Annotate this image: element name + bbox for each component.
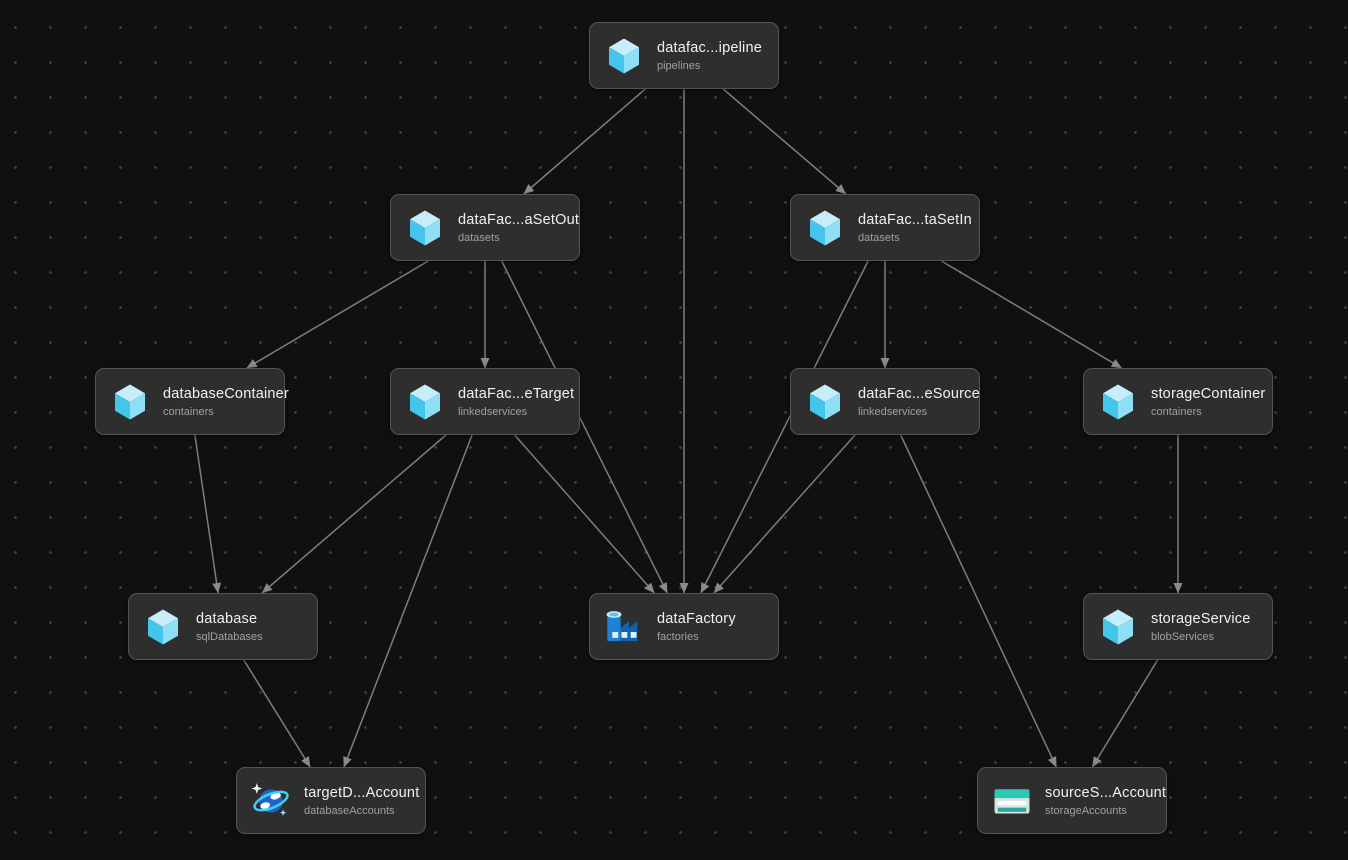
node-subtitle: linkedservices	[458, 405, 528, 418]
cube-icon	[604, 34, 644, 78]
node-dataFactory[interactable]: dataFactory factories	[589, 593, 779, 660]
cube-icon	[143, 605, 183, 649]
node-targetAccount[interactable]: targetD...Account databaseAccounts	[236, 767, 426, 834]
node-database[interactable]: database sqlDatabases	[128, 593, 318, 660]
edge-databaseContainer-to-database	[194, 434, 222, 594]
node-subtitle: datasets	[858, 231, 900, 244]
cube-icon	[805, 380, 845, 424]
node-dataSetOut[interactable]: dataFac...aSetOut datasets	[390, 194, 580, 261]
node-title: targetD...Account	[304, 784, 420, 801]
node-sourceAccount[interactable]: sourceS...Account storageAccounts	[977, 767, 1167, 834]
node-title: databaseContainer	[163, 385, 289, 402]
edge-linkedTarget-to-targetAccount	[343, 434, 473, 768]
edge-dataSetOut-to-databaseContainer	[246, 260, 429, 369]
node-title: datafac...ipeline	[657, 39, 762, 56]
factory-icon	[604, 605, 644, 649]
edge-database-to-targetAccount	[243, 659, 311, 768]
node-subtitle: pipelines	[657, 59, 701, 72]
node-title: sourceS...Account	[1045, 784, 1167, 801]
storage-table-icon	[992, 779, 1032, 823]
edge-pipeline-to-dataSetIn	[722, 88, 847, 195]
cube-icon	[1098, 605, 1138, 649]
node-linkedTarget[interactable]: dataFac...eTarget linkedservices	[390, 368, 580, 435]
node-title: database	[196, 610, 258, 627]
node-storageService[interactable]: storageService blobServices	[1083, 593, 1273, 660]
node-title: dataFac...eSource	[858, 385, 980, 402]
cube-icon	[405, 380, 445, 424]
node-subtitle: databaseAccounts	[304, 804, 395, 817]
node-title: storageContainer	[1151, 385, 1266, 402]
node-title: storageService	[1151, 610, 1251, 627]
node-title: dataFactory	[657, 610, 736, 627]
node-subtitle: containers	[163, 405, 214, 418]
node-subtitle: datasets	[458, 231, 500, 244]
cube-icon	[110, 380, 150, 424]
node-title: dataFac...eTarget	[458, 385, 575, 402]
edge-linkedSource-to-dataFactory	[713, 434, 856, 594]
node-storageContainer[interactable]: storageContainer containers	[1083, 368, 1273, 435]
edge-dataSetIn-to-storageContainer	[941, 260, 1123, 369]
node-subtitle: containers	[1151, 405, 1202, 418]
node-title: dataFac...aSetOut	[458, 211, 580, 228]
node-linkedSource[interactable]: dataFac...eSource linkedservices	[790, 368, 980, 435]
node-subtitle: linkedservices	[858, 405, 928, 418]
cube-icon	[805, 206, 845, 250]
node-subtitle: storageAccounts	[1045, 804, 1127, 817]
edge-linkedTarget-to-dataFactory	[514, 434, 655, 594]
cube-icon	[405, 206, 445, 250]
cosmos-globe-icon	[251, 779, 291, 823]
node-subtitle: sqlDatabases	[196, 630, 263, 643]
node-subtitle: factories	[657, 630, 699, 643]
edge-linkedSource-to-sourceAccount	[900, 434, 1057, 768]
node-subtitle: blobServices	[1151, 630, 1214, 643]
node-title: dataFac...taSetIn	[858, 211, 972, 228]
node-pipeline[interactable]: datafac...ipeline pipelines	[589, 22, 779, 89]
edge-pipeline-to-dataSetOut	[523, 88, 646, 195]
cube-icon	[1098, 380, 1138, 424]
edge-linkedTarget-to-database	[261, 434, 447, 594]
edge-storageService-to-sourceAccount	[1091, 659, 1159, 768]
node-dataSetIn[interactable]: dataFac...taSetIn datasets	[790, 194, 980, 261]
node-databaseContainer[interactable]: databaseContainer containers	[95, 368, 289, 435]
